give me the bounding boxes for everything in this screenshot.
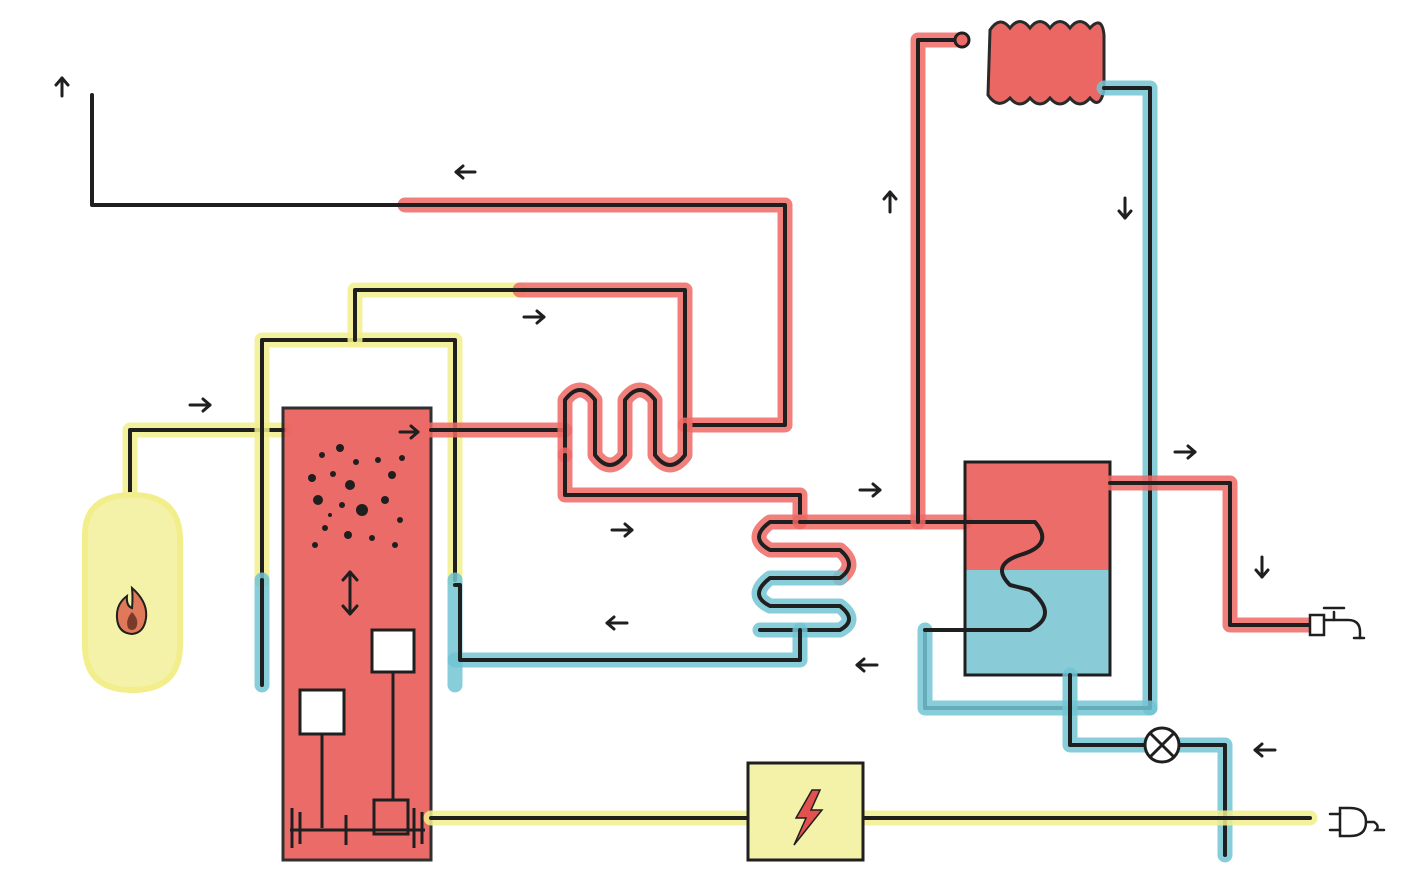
arrow-left-icon <box>605 615 629 631</box>
power-plug-icon <box>1328 806 1386 838</box>
flame-inner <box>127 612 138 630</box>
micro-chp-unit <box>281 406 433 862</box>
radiator-body <box>986 20 1106 106</box>
cold-return-line <box>453 583 802 662</box>
valve-icon <box>1143 726 1181 764</box>
inverter <box>746 761 865 862</box>
arrow-left-icon <box>855 657 879 673</box>
flame-icon <box>115 585 148 636</box>
tank-cold-section <box>965 570 1110 675</box>
tank-internal-coil <box>923 520 1047 632</box>
arrow-right-icon <box>1173 444 1197 460</box>
arrow-right-icon <box>610 522 634 538</box>
cylinder-window-left <box>298 688 346 736</box>
arrow-up-icon <box>882 190 898 214</box>
tap-supply-pipe <box>1102 475 1318 633</box>
combustion-particles <box>308 444 405 548</box>
cold-return-to-chp <box>447 583 808 668</box>
piston-double-arrow-icon <box>341 570 359 616</box>
arrow-right-icon <box>398 424 420 440</box>
tap-supply-line <box>1108 481 1312 627</box>
coil-line <box>563 388 687 467</box>
cold-return-halo <box>447 622 808 668</box>
arrow-up-icon <box>54 76 70 98</box>
tap-supply-halo <box>1102 475 1318 633</box>
plate-coil-line <box>757 520 851 632</box>
arrow-left-icon <box>1253 742 1277 758</box>
radiator <box>986 20 1106 106</box>
radiator-supply-line <box>916 38 960 524</box>
exhaust-pipe <box>90 93 793 433</box>
arrow-right-icon <box>188 397 212 413</box>
arrow-right-icon <box>522 309 546 325</box>
exchanger-to-plate-pipe <box>557 447 808 530</box>
cylinder-window-right <box>370 628 416 674</box>
lightning-bolt-icon <box>793 789 824 846</box>
tank-outline <box>963 460 1112 677</box>
tank-hot-section <box>965 462 1110 570</box>
radiator-supply-pipe <box>910 31 971 530</box>
faucet-icon <box>1308 606 1366 640</box>
hot-water-storage-tank <box>923 460 1112 677</box>
arrow-down-icon <box>1117 196 1133 220</box>
gas-to-exchanger-line <box>353 288 687 427</box>
exchanger-to-plate-line <box>563 453 802 524</box>
gas-line-1 <box>128 428 287 497</box>
gas-tank <box>82 491 183 694</box>
arrow-right-icon <box>858 482 882 498</box>
radiator-valve-icon <box>953 31 971 49</box>
gas-supply-lines <box>122 282 693 588</box>
plate-heat-exchanger-coil <box>751 514 857 638</box>
arrow-down-icon <box>1254 555 1270 579</box>
arrow-left-icon <box>454 164 477 180</box>
radiator-supply-halo <box>910 32 966 530</box>
exhaust-heat-exchanger-coil <box>557 382 693 473</box>
crankshaft <box>290 672 425 848</box>
exhaust-pipe-line <box>90 93 787 427</box>
flow-arrows <box>54 76 1277 758</box>
